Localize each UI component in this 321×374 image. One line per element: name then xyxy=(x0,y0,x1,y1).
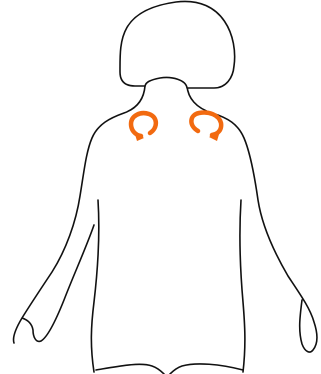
left-shoulder-marker xyxy=(131,113,156,141)
right-body-contour xyxy=(187,86,317,372)
body-outline xyxy=(13,86,316,374)
head-outline xyxy=(120,1,235,88)
left-body-contour xyxy=(13,86,145,372)
circular-arrow-icon xyxy=(191,112,221,135)
lower-back-contour xyxy=(96,364,243,374)
right-shoulder-marker xyxy=(191,112,221,141)
